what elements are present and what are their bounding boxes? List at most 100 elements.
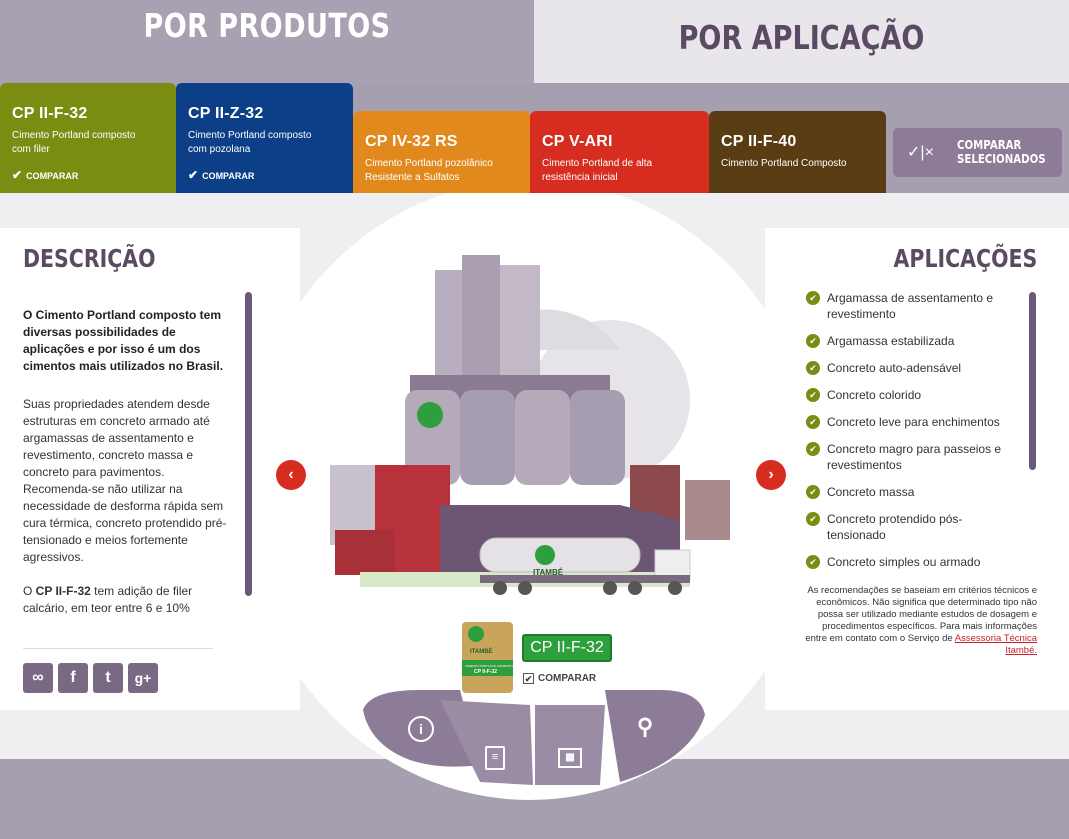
info-icon[interactable]: i	[408, 716, 434, 742]
product-code: CP V-ARI	[542, 133, 613, 150]
check-icon: ✔	[806, 361, 820, 375]
facebook-glyph: f	[70, 669, 76, 686]
product-code: CP II-F-32	[12, 105, 88, 122]
truck-chassis	[480, 575, 690, 583]
tab-por-aplicacao-label: POR APLICAÇÃO	[678, 18, 925, 57]
product-card-cp-v-ari[interactable]: CP V-ARI Cimento Portland de alta resist…	[530, 111, 709, 193]
product-code: CP IV-32 RS	[365, 133, 458, 150]
assessoria-link[interactable]: Assessoria Técnica Itambé.	[954, 633, 1037, 656]
twitter-icon[interactable]: t	[93, 663, 123, 693]
next-arrow-button[interactable]: ›	[756, 460, 786, 490]
bag-brand: ITAMBÉ	[470, 647, 493, 655]
factory-illustration: ITAMBÉ	[330, 255, 730, 595]
product-desc: Cimento Portland composto com pozolana	[188, 130, 312, 155]
silo	[570, 390, 625, 485]
description-scrollbar[interactable]	[245, 292, 252, 596]
application-label: Concreto auto-adensável	[827, 361, 962, 375]
logo-icon	[417, 402, 443, 428]
silo	[515, 390, 570, 485]
compare-label: COMPARAR	[26, 171, 79, 181]
tab-por-produtos-label: POR PRODUTOS	[143, 6, 391, 45]
check-icon: ✔	[188, 168, 199, 182]
tab-por-aplicacao[interactable]: POR APLICAÇÃO	[534, 0, 1069, 83]
list-item: ✔ Concreto auto-adensável	[806, 360, 1016, 376]
applications-title: APLICAÇÕES	[893, 244, 1037, 273]
truck-logo	[535, 545, 555, 565]
link-icon[interactable]: ∞	[23, 663, 53, 693]
description-title: DESCRIÇÃO	[23, 244, 156, 273]
cement-bag-image: ITAMBÉ CIMENTO PORTLAND COMPOSTO CP II-F…	[462, 622, 515, 693]
compare-line1: COMPARAR	[957, 138, 1022, 152]
checkbox-icon: ✔	[523, 673, 534, 684]
tall-silo	[500, 265, 540, 390]
list-item: ✔Concreto colorido	[806, 387, 1016, 403]
list-item: ✔ Concreto massa	[806, 484, 1016, 500]
tab-por-produtos[interactable]: POR PRODUTOS	[0, 0, 534, 83]
truck-brand: ITAMBÉ	[533, 568, 564, 577]
list-item: ✔ Concreto leve para enchimentos	[806, 414, 1016, 430]
check-icon: ✔	[806, 485, 820, 499]
document-icon[interactable]: ≡	[485, 746, 505, 770]
applications-scrollbar[interactable]	[1029, 292, 1036, 470]
product-card-cp-ii-f-32[interactable]: CP II-F-32 Cimento Portland composto com…	[0, 83, 176, 193]
list-item: ✔ Concreto simples ou armado	[806, 554, 1016, 570]
check-icon: ✔	[806, 388, 820, 402]
check-icon: ✔	[806, 442, 820, 456]
bag-logo	[468, 626, 484, 642]
product-code: CP II-F-40	[721, 133, 797, 150]
wheel	[628, 581, 642, 595]
check-icon: ✔	[806, 555, 820, 569]
twitter-glyph: t	[105, 669, 111, 686]
product-desc: Cimento Portland pozolânico Resistente a…	[365, 158, 493, 183]
product-desc: Cimento Portland de alta resistência ini…	[542, 158, 653, 183]
prev-arrow-button[interactable]: ‹	[276, 460, 306, 490]
application-label: Concreto magro para passeios e revestime…	[827, 442, 1002, 472]
application-label: Concreto leve para enchimentos	[827, 415, 1000, 429]
application-label: Concreto protendido pós-tensionado	[827, 512, 963, 542]
tall-silo	[435, 270, 465, 390]
product-code: CP II-Z-32	[188, 105, 264, 122]
truck-tank	[479, 537, 641, 573]
check-icon: ✔	[806, 291, 820, 305]
description-para-2: O CP II-F-32 tem adição de filer calcári…	[23, 583, 228, 617]
google-plus-icon[interactable]: g+	[128, 663, 158, 693]
current-product-label: CP II-F-32	[522, 634, 612, 662]
applications-note: As recomendações se baseiam em critérios…	[800, 585, 1037, 657]
list-item: ✔ Concreto magro para passeios e revestim…	[806, 441, 1016, 473]
compare-checkbox[interactable]: ✔COMPARAR	[523, 673, 596, 684]
application-label: Argamassa de assentamento e revestimento	[827, 291, 994, 321]
check-icon: ✔	[806, 512, 820, 526]
check-icon: ✔	[806, 415, 820, 429]
list-item: ✔ Argamassa de assentamento e revestiment…	[806, 290, 1016, 322]
check-icon: ✔	[12, 168, 23, 182]
product-card-cp-iv-32-rs[interactable]: CP IV-32 RS Cimento Portland pozolânico …	[353, 111, 530, 193]
bag-type: CIMENTO PORTLAND COMPOSTO	[465, 664, 515, 668]
application-label: Concreto massa	[827, 485, 915, 499]
para-text: tem adição de filer calcário, em teor en…	[23, 584, 193, 615]
note-text: As recomendações se baseiam em critérios…	[805, 585, 1037, 644]
product-desc: Cimento Portland composto com filer	[12, 130, 136, 155]
compare-toggle[interactable]: ✔COMPARAR	[12, 168, 164, 182]
description-para: Suas propriedades atendem desde estrutur…	[23, 397, 227, 564]
link-glyph: ∞	[32, 669, 44, 686]
wheel	[518, 581, 532, 595]
application-label: Argamassa estabilizada	[827, 334, 955, 348]
applications-list: ✔ Argamassa de assentamento e revestiment…	[806, 290, 1016, 581]
product-card-cp-ii-z-32[interactable]: CP II-Z-32 Cimento Portland composto com…	[176, 83, 353, 193]
list-item: ✔ Concreto protendido pós-tensionado	[806, 511, 1016, 543]
compare-line2: SELECIONADOS	[957, 152, 1046, 166]
bg-shape	[535, 309, 620, 350]
application-label: Concreto simples ou armado	[827, 555, 981, 569]
wheel	[668, 581, 682, 595]
table-icon[interactable]: ▦	[558, 748, 582, 768]
product-card-cp-ii-f-40[interactable]: CP II-F-40 Cimento Portland Composto	[709, 111, 886, 193]
check-icon: ✔	[806, 334, 820, 348]
compare-toggle[interactable]: ✔COMPARAR	[188, 168, 341, 182]
silo	[460, 390, 515, 485]
facebook-icon[interactable]: f	[58, 663, 88, 693]
compare-icon: ✓|×	[907, 144, 934, 161]
location-icon[interactable]: ⚲	[636, 714, 654, 739]
tall-silo	[462, 255, 500, 390]
description-lead: O Cimento Portland composto tem diversas…	[23, 308, 224, 373]
